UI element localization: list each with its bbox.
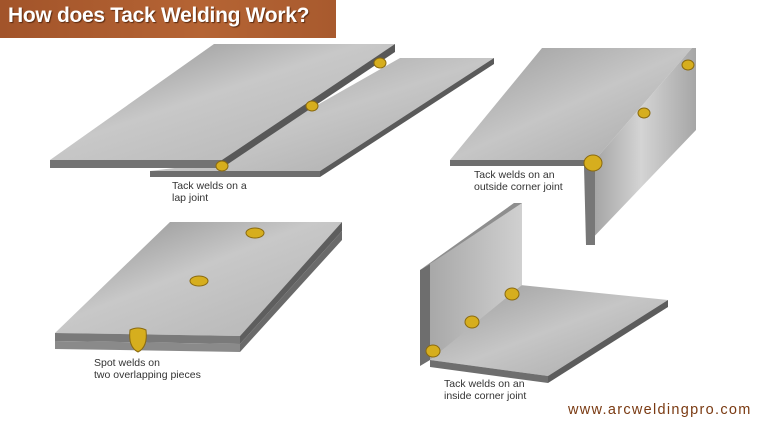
inside-corner-diagram bbox=[420, 203, 668, 383]
outside-corner-tack-weld bbox=[637, 107, 651, 119]
lap-tack-weld bbox=[305, 100, 319, 112]
lap-lower-plate-front bbox=[150, 171, 320, 177]
caption-line: inside corner joint bbox=[444, 390, 527, 402]
inside-corner-caption: Tack welds on an inside corner joint bbox=[444, 378, 526, 402]
inside-corner-base-front bbox=[430, 360, 548, 383]
outside-corner-tack-weld bbox=[583, 154, 603, 172]
spot-top-plate-side bbox=[240, 222, 342, 344]
spot-weld bbox=[189, 275, 209, 287]
outside-corner-vertical-face bbox=[586, 48, 696, 245]
caption-line: Tack welds on an bbox=[474, 169, 555, 181]
outside-corner-caption: Tack welds on an outside corner joint bbox=[474, 169, 563, 193]
caption-line: two overlapping pieces bbox=[94, 369, 201, 381]
lap-lower-plate-side bbox=[320, 58, 494, 177]
lap-joint-caption: Tack welds on a lap joint bbox=[172, 180, 247, 204]
page-title: How does Tack Welding Work? bbox=[8, 4, 310, 27]
lap-upper-plate-top bbox=[50, 44, 395, 160]
spot-weld-diagram bbox=[55, 222, 342, 353]
caption-line: Tack welds on a bbox=[172, 180, 247, 192]
spot-weld-caption: Spot welds on two overlapping pieces bbox=[94, 357, 201, 381]
spot-weld bbox=[245, 227, 265, 239]
inside-corner-wall-top bbox=[420, 203, 522, 270]
lap-tack-weld bbox=[215, 160, 229, 172]
title-banner: How does Tack Welding Work? bbox=[0, 0, 336, 38]
inside-corner-base-top bbox=[430, 285, 668, 376]
spot-bottom-plate-side bbox=[240, 231, 342, 352]
outside-corner-horizontal-front bbox=[450, 160, 595, 166]
inside-corner-wall-face bbox=[430, 203, 522, 360]
lap-tack-weld bbox=[373, 57, 387, 69]
website-watermark: www.arcweldingpro.com bbox=[568, 402, 752, 418]
inside-corner-base-side bbox=[548, 300, 668, 383]
lap-lower-plate-top bbox=[150, 58, 494, 171]
caption-line: outside corner joint bbox=[474, 181, 563, 193]
outside-corner-vertical-edge bbox=[584, 160, 595, 245]
caption-line: Spot welds on bbox=[94, 357, 160, 369]
outside-corner-horizontal-top bbox=[450, 48, 692, 160]
inside-corner-tack-weld bbox=[425, 344, 441, 358]
spot-bottom-plate-front bbox=[55, 341, 240, 352]
spot-top-plate-front bbox=[55, 333, 240, 344]
spot-weld-edge bbox=[129, 327, 147, 353]
caption-line: Tack welds on an bbox=[444, 378, 525, 390]
outside-corner-diagram bbox=[450, 48, 696, 245]
caption-line: lap joint bbox=[172, 192, 209, 204]
lap-joint-diagram bbox=[50, 44, 494, 177]
lap-upper-plate-front bbox=[50, 160, 222, 168]
inside-corner-tack-weld bbox=[464, 315, 480, 329]
inside-corner-tack-weld bbox=[504, 287, 520, 301]
inside-corner-wall-edge bbox=[420, 264, 430, 366]
outside-corner-tack-weld bbox=[681, 59, 695, 71]
